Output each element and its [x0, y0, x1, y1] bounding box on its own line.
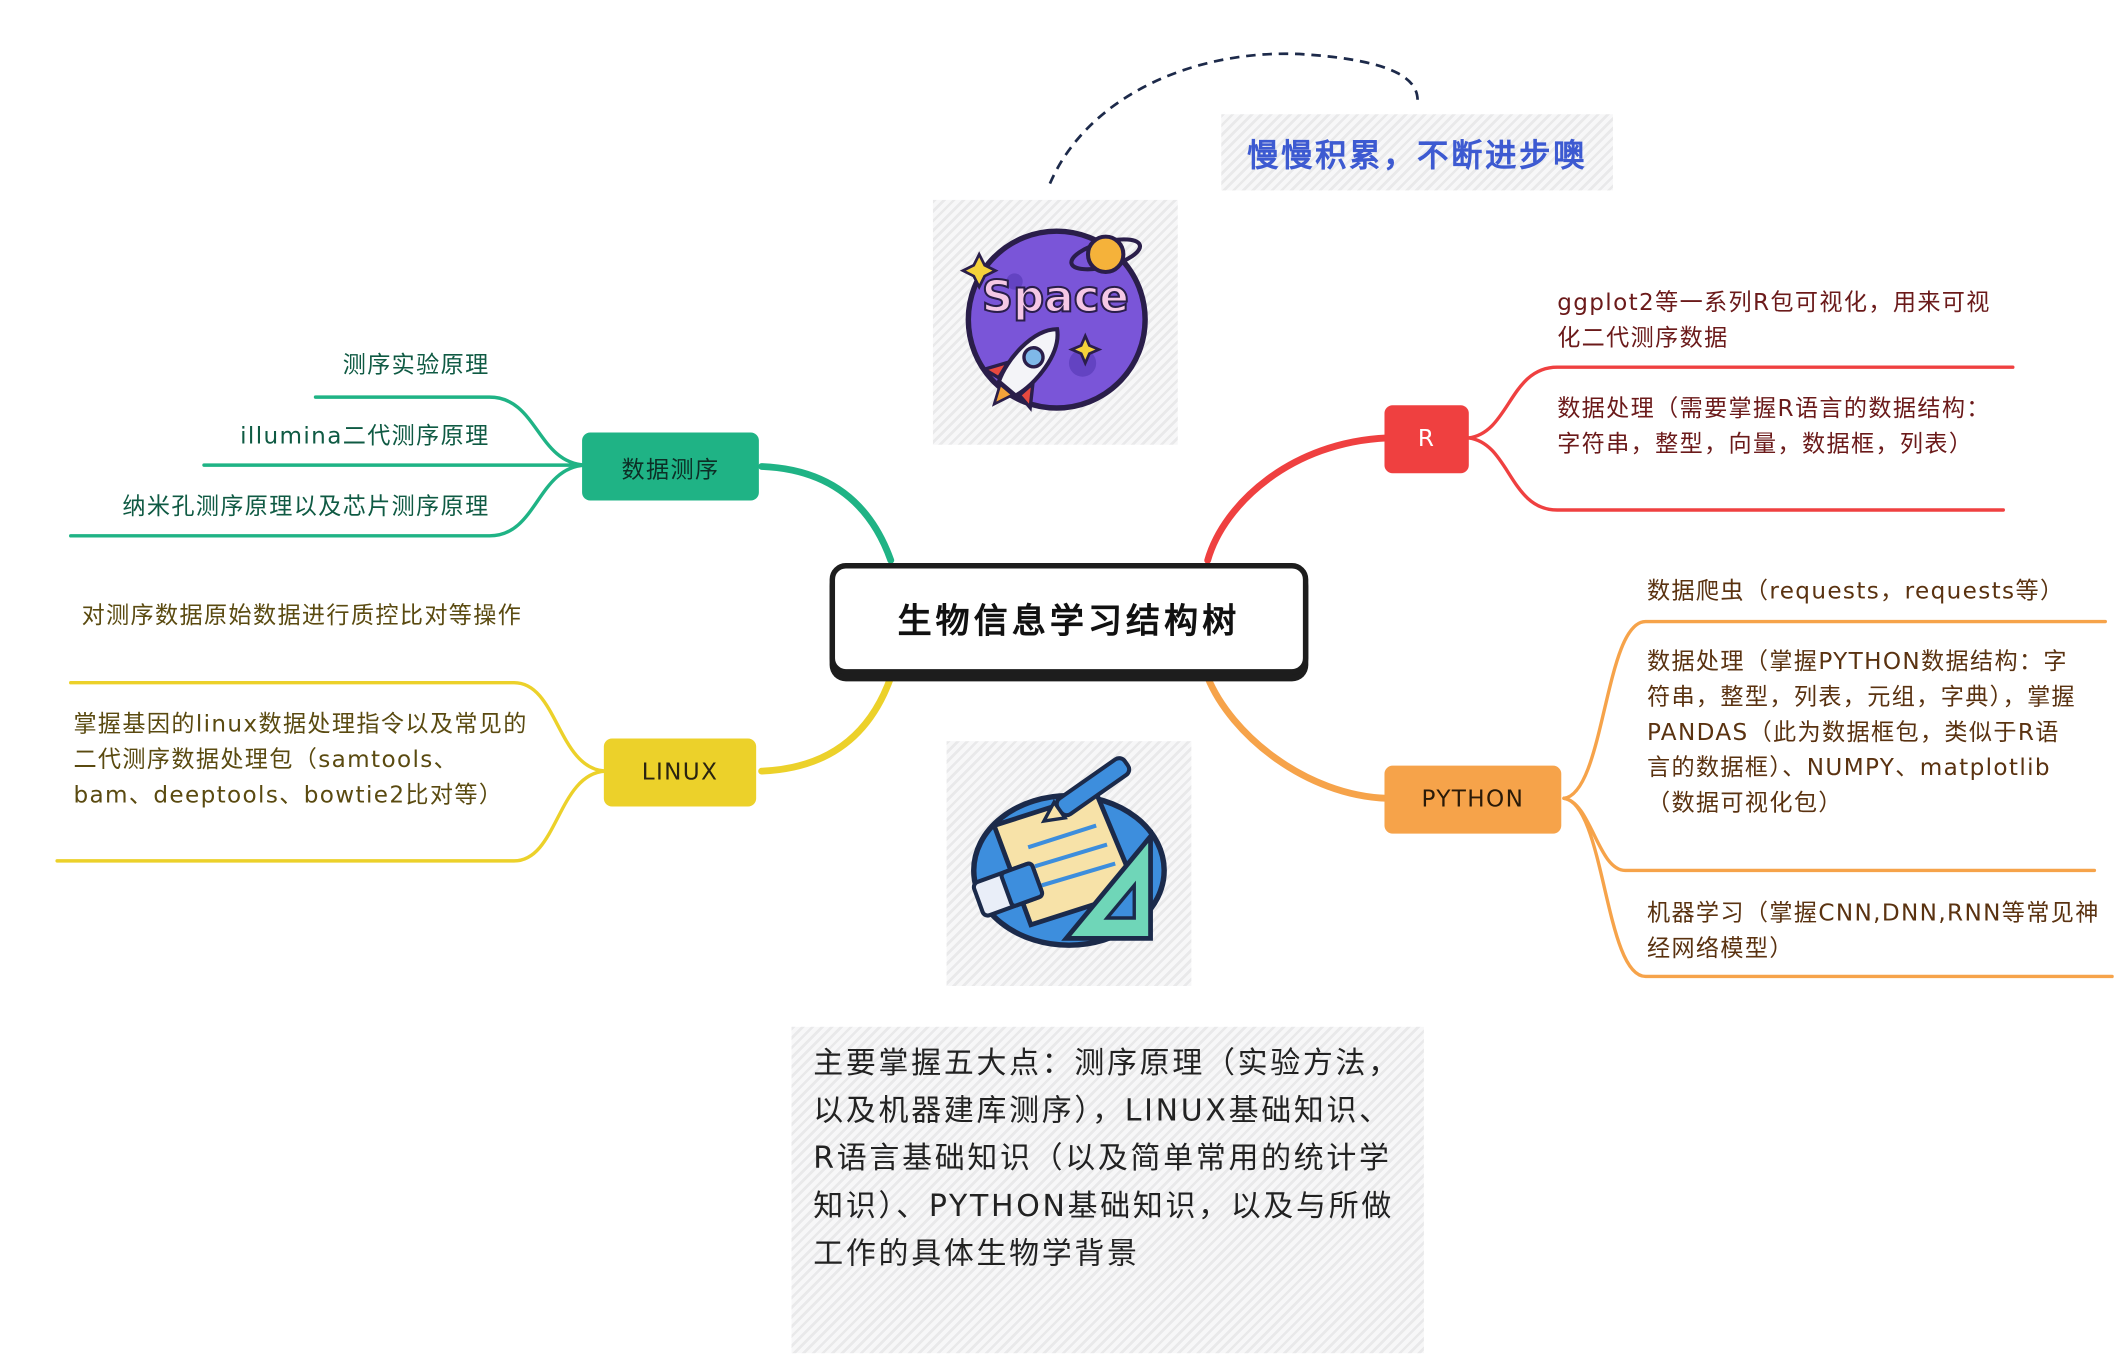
leaf-python-1[interactable]: 数据爬虫（requests，requests等）: [1646, 578, 2065, 606]
connector-py-1: [1562, 619, 2107, 801]
leaf-sequencing-2[interactable]: illumina二代测序原理: [240, 422, 490, 451]
connector-r-2: [1467, 436, 2005, 512]
leaf-linux-2[interactable]: 掌握基因的linux数据处理指令以及常见的二代测序数据处理包（samtools、…: [73, 711, 528, 810]
root-node[interactable]: 生物信息学习结构树: [829, 563, 1309, 675]
connector-root-python: [1204, 673, 1391, 802]
connector-seq-3: [69, 463, 587, 538]
connector-root-linux: [758, 673, 895, 775]
space-rocket-icon: Space: [959, 228, 1148, 412]
branch-node-r[interactable]: R: [1384, 405, 1469, 474]
connector-seq-1: [313, 395, 587, 467]
leaf-sequencing-1[interactable]: 测序实验原理: [342, 352, 490, 380]
connector-py-3: [1562, 796, 2114, 979]
branch-node-sequencing[interactable]: 数据测序: [582, 432, 759, 501]
motto-background: [1221, 114, 1613, 191]
root-node-label: 生物信息学习结构树: [897, 601, 1241, 641]
leaf-sequencing-3[interactable]: 纳米孔测序原理以及芯片测序原理: [122, 493, 490, 521]
branch-label-sequencing: 数据测序: [621, 456, 720, 484]
leaf-python-2[interactable]: 数据处理（掌握PYTHON数据结构：字符串，整型，列表，元组，字典），掌握PAN…: [1646, 648, 2077, 818]
connector-linux-1: [69, 681, 607, 773]
leaf-linux-1[interactable]: 对测序数据原始数据进行质控比对等操作: [81, 602, 523, 630]
leaf-r-2[interactable]: 数据处理（需要掌握R语言的数据结构：字符串，整型，向量，数据框，列表）: [1557, 395, 1991, 459]
stationery-icon: [971, 756, 1167, 948]
space-sticker-label: Space: [982, 272, 1129, 322]
summary-background: [791, 1026, 1424, 1354]
connector-linux-2: [55, 769, 607, 863]
branch-node-linux[interactable]: LINUX: [603, 738, 757, 807]
connector-root-sequencing: [758, 463, 895, 564]
connector-r-1: [1467, 365, 2015, 440]
branch-label-python: PYTHON: [1421, 786, 1525, 814]
branch-label-r: R: [1417, 425, 1436, 453]
connector-root-r: [1204, 434, 1391, 564]
leaf-r-1[interactable]: ggplot2等一系列R包可视化，用来可视化二代测序数据: [1557, 289, 1991, 353]
summary-text: 主要掌握五大点：测序原理（实验方法，以及机器建库测序），LINUX基础知识、R语…: [813, 1047, 1401, 1272]
dashed-arc: [1048, 52, 1419, 185]
motto-text: 慢慢积累，不断进步噢: [1247, 138, 1588, 175]
branch-node-python[interactable]: PYTHON: [1384, 765, 1562, 834]
leaf-python-3[interactable]: 机器学习（掌握CNN,DNN,RNN等常见神经网络模型）: [1646, 900, 2100, 963]
branch-label-linux: LINUX: [641, 758, 719, 787]
